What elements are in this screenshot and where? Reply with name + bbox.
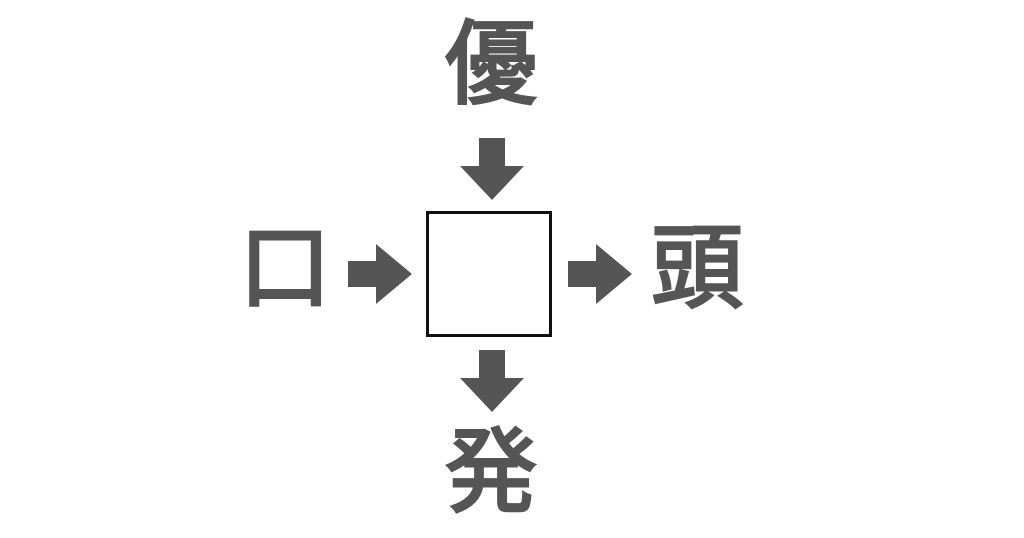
answer-box[interactable] (426, 211, 552, 337)
clue-kanji-right: 頭 (650, 215, 743, 322)
arrow-right-icon (348, 244, 412, 304)
clue-kanji-bottom: 発 (444, 419, 537, 526)
arrow-right-icon (568, 244, 632, 304)
clue-kanji-left: 口 (238, 215, 331, 322)
arrow-down-icon (460, 138, 524, 200)
arrow-down-icon (460, 350, 524, 412)
clue-kanji-top: 優 (444, 11, 537, 118)
